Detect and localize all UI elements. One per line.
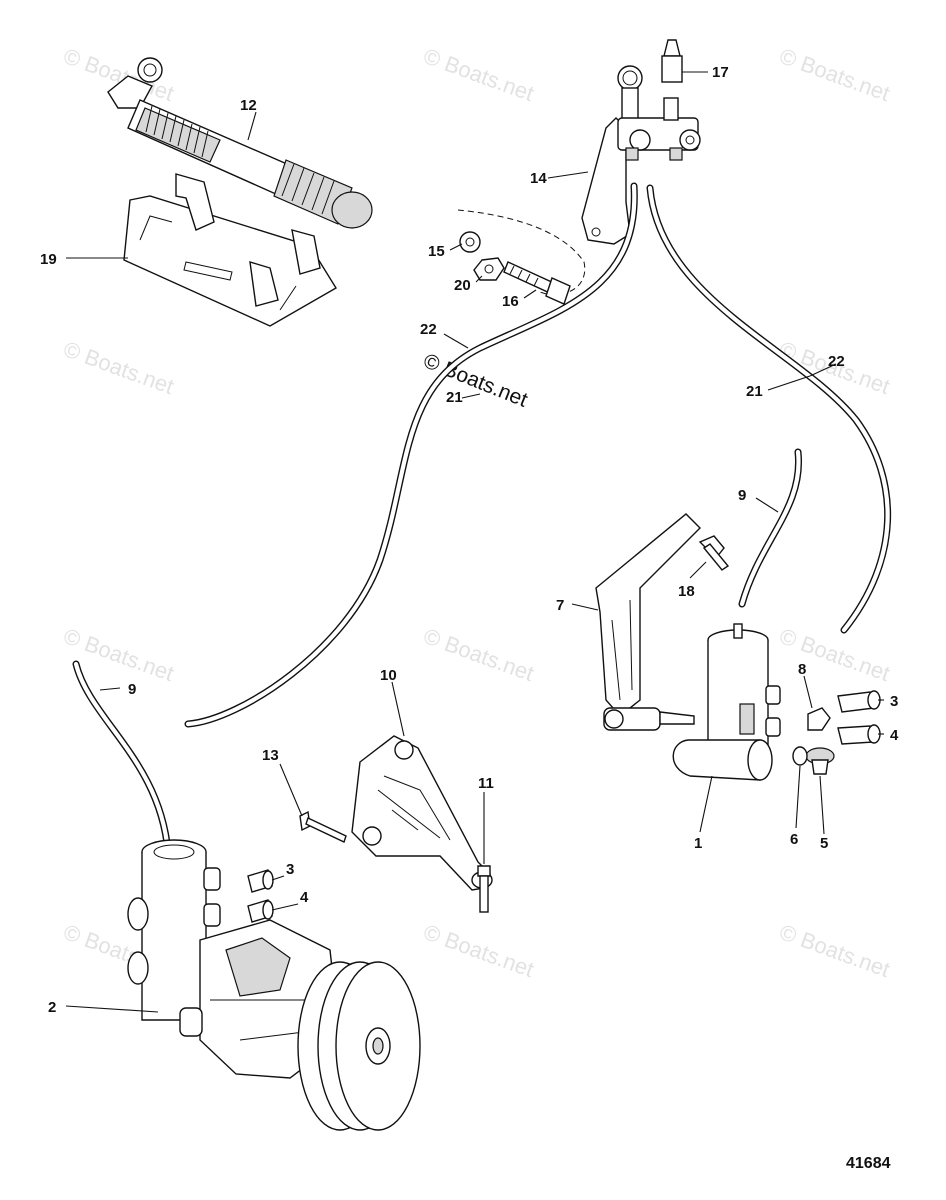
- watermark: © Boats.net: [420, 919, 537, 982]
- part-12-flush-tube: [107, 57, 373, 229]
- hose-21-22-left: [184, 182, 638, 728]
- part-5-cap: [805, 747, 835, 775]
- callout-6: 6: [790, 831, 798, 848]
- callout-22-left: 22: [420, 321, 437, 338]
- callout-7: 7: [556, 597, 564, 614]
- hose-9-left: [72, 660, 172, 856]
- figure-number: 41684: [846, 1155, 891, 1172]
- part-18-bolt: [698, 535, 730, 571]
- part-17-fitting: [661, 39, 683, 83]
- part-4-fitting-right: [837, 724, 881, 745]
- part-6-o-ring: [792, 746, 808, 766]
- part-3-fitting-left: [247, 869, 274, 893]
- callout-14: 14: [530, 170, 547, 187]
- part-11-bolt: [477, 865, 491, 913]
- callout-4-left: 4: [300, 889, 309, 906]
- callout-9-right: 9: [738, 487, 746, 504]
- callout-3-left: 3: [286, 861, 294, 878]
- leader-lines: [65, 71, 884, 1013]
- callout-20: 20: [454, 277, 471, 294]
- callout-21-right: 21: [746, 383, 763, 400]
- watermark: © Boats.net: [776, 43, 893, 106]
- callout-5: 5: [820, 835, 828, 852]
- callout-15: 15: [428, 243, 445, 260]
- watermark: © Boats.net: [776, 623, 893, 686]
- callout-labels: 12 19 14 17 15 20 16 22 21 21 22 9 7 18 …: [40, 64, 899, 1016]
- watermark: © Boats.net: [60, 336, 177, 399]
- callout-4-right: 4: [890, 727, 899, 744]
- part-8-plug: [807, 707, 831, 731]
- callout-18: 18: [678, 583, 695, 600]
- callout-8: 8: [798, 661, 806, 678]
- callout-19: 19: [40, 251, 57, 268]
- callout-21-left: 21: [446, 389, 463, 406]
- part-3-fitting-right: [837, 690, 881, 713]
- parts-15-20-16-fasteners: [457, 209, 586, 305]
- part-4-fitting-left: [247, 899, 274, 923]
- callout-11: 11: [478, 775, 494, 792]
- callout-16: 16: [502, 293, 519, 310]
- part-10-pump-bracket: [351, 735, 493, 891]
- callout-13: 13: [262, 747, 279, 764]
- callout-1: 1: [694, 835, 702, 852]
- callout-22-right: 22: [828, 353, 845, 370]
- callout-12: 12: [240, 97, 257, 114]
- callout-3-right: 3: [890, 693, 898, 710]
- callout-10: 10: [380, 667, 397, 684]
- callout-2: 2: [48, 999, 56, 1016]
- part-14-valve-bracket: [581, 65, 701, 245]
- part-13-bolt: [299, 810, 347, 843]
- part-7-bracket: [595, 513, 701, 731]
- watermark: © Boats.net: [420, 623, 537, 686]
- part-2-water-pump: [127, 839, 421, 1131]
- hose-9-right: [738, 448, 803, 608]
- watermark: © Boats.net: [776, 919, 893, 982]
- watermark: © Boats.net: [420, 43, 537, 106]
- hose-21-22-right: [646, 184, 891, 634]
- part-19-bracket: [123, 173, 337, 327]
- part-1-thermostat-housing: [672, 623, 781, 781]
- callout-9-left: 9: [128, 681, 136, 698]
- callout-17: 17: [712, 64, 729, 81]
